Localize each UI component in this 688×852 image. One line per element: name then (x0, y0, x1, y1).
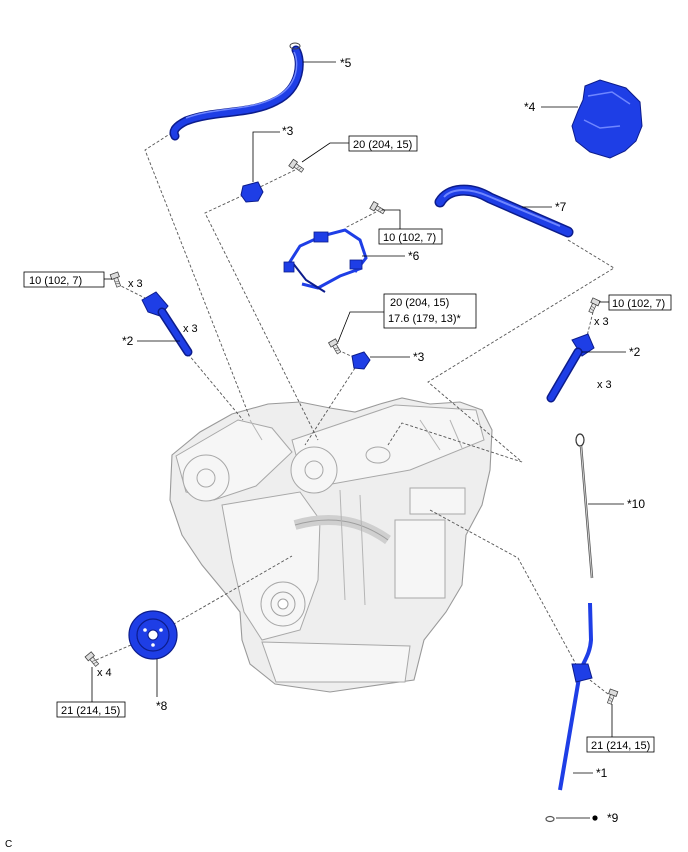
block-detail-lines (249, 419, 463, 606)
torque-box-5: 21 (214, 15) (56, 701, 126, 718)
torque-text: 20 (204, 15) (353, 139, 412, 151)
part-4-cover (571, 79, 643, 159)
dashed-line-water-hose (144, 129, 251, 419)
dashed-line-pulley (159, 555, 293, 633)
leader-torque-1 (382, 209, 401, 229)
crank-pulley-bore (277, 598, 289, 610)
torque-text: 10 (102, 7) (383, 232, 436, 244)
part-2-ignition-coil-right (546, 333, 595, 403)
torque-text: 20 (204, 15) (390, 297, 449, 309)
right-cam-cover (290, 446, 338, 494)
torque-text-alt: 17.6 (179, 13)* (388, 313, 461, 325)
callout-4: *4 (524, 100, 536, 114)
part-8-pulley (128, 610, 178, 660)
part-6-harness-bracket (283, 228, 368, 293)
crank-pulley-hub (270, 591, 296, 617)
callout-3-top: *3 (282, 124, 294, 138)
block-side-rib-2 (409, 487, 466, 515)
quantity-right-coil: x 3 (597, 379, 612, 391)
leader-torque-3 (337, 311, 384, 343)
torque-box-6: 21 (214, 15) (586, 736, 655, 753)
torque-text: 10 (102, 7) (29, 275, 82, 287)
location-lines (95, 129, 615, 695)
torque-text: 21 (214, 15) (61, 705, 120, 717)
callout-8: *8 (156, 699, 168, 713)
hose-clamp-icon (289, 42, 301, 50)
torque-box-4: 10 (102, 7) (608, 294, 672, 311)
dashed-line-pulley-bolt (95, 641, 139, 661)
right-cam-cover-center (304, 460, 324, 480)
quantity-left-coil: x 3 (183, 323, 198, 335)
bolt-right-coil (586, 297, 601, 315)
quantity-right-bolt: x 3 (594, 316, 609, 328)
quantity-pulley-bolt: x 4 (97, 667, 112, 679)
callout-labels: *5 *4 *3 *7 *6 *2 *2 *3 *10 *8 *1 *9 (122, 56, 645, 825)
left-cam-cover (182, 454, 230, 502)
left-cam-cover-center (196, 468, 216, 488)
dashed-line-left-bolt (116, 283, 146, 299)
dashed-line-guide (429, 509, 579, 669)
part-1-dipstick-guide (558, 602, 594, 791)
callout-3-middle: *3 (413, 350, 425, 364)
dashed-line-middle-part (304, 367, 356, 446)
callout-1: *1 (596, 766, 608, 780)
water-pipe-edge (294, 519, 389, 541)
dashed-line-hose-right (387, 239, 615, 463)
parts (128, 42, 643, 823)
callout-10: *10 (627, 497, 645, 511)
bolt-pulley (84, 651, 101, 669)
dashed-line-bolt-to-bracket (257, 169, 296, 189)
torque-box-0: 20 (204, 15) (348, 135, 418, 152)
callout-2-left: *2 (122, 334, 134, 348)
callout-7: *7 (555, 200, 567, 214)
part-3-bracket-top (240, 181, 264, 203)
part-7-hose (434, 184, 574, 238)
bolt-harness (369, 201, 387, 216)
engine-assembly (169, 397, 493, 693)
callout-6: *6 (408, 249, 420, 263)
oil-pan (261, 641, 411, 683)
callout-2-right: *2 (629, 345, 641, 359)
figure-id: C (5, 839, 12, 850)
callout-9: *9 (607, 811, 619, 825)
block-side-rib-1 (394, 519, 446, 599)
dashed-line-left-coil (187, 353, 244, 421)
part-3-bracket-middle (351, 351, 371, 370)
bolt-left-coil (109, 271, 123, 289)
dashed-line-bracket-top (204, 192, 319, 441)
intake-port (365, 446, 391, 464)
torque-box-3: 20 (204, 15) 17.6 (179, 13)* (383, 293, 477, 329)
quantity-labels: x 3 x 3 x 3 x 3 x 4 (97, 278, 612, 679)
part-2-ignition-coil-left (141, 291, 193, 357)
part-9-o-ring (545, 815, 555, 823)
torque-box-1: 10 (102, 7) (378, 228, 443, 245)
bullet-dot-icon (592, 815, 598, 821)
torque-text: 10 (102, 7) (612, 298, 665, 310)
dashed-line-bolt-to-harness (344, 211, 377, 229)
part-4-cover-highlight (583, 91, 631, 129)
part-5-hose (169, 42, 304, 141)
bolt-guide (605, 688, 619, 706)
leader-torque-0 (301, 142, 349, 163)
leader-lines (91, 61, 626, 821)
leader-3-top (252, 131, 280, 182)
torque-box-2: 10 (102, 7) (23, 271, 105, 288)
part-10-dipstick (575, 433, 594, 579)
quantity-left-bolt: x 3 (128, 278, 143, 290)
dashed-line-guide-bolt (589, 679, 609, 695)
torque-spec-boxes: 20 (204, 15) 10 (102, 7) 10 (102, 7) 20 … (23, 135, 672, 753)
torque-text: 21 (214, 15) (591, 740, 650, 752)
callout-5: *5 (340, 56, 352, 70)
bolt-middle (328, 338, 343, 356)
